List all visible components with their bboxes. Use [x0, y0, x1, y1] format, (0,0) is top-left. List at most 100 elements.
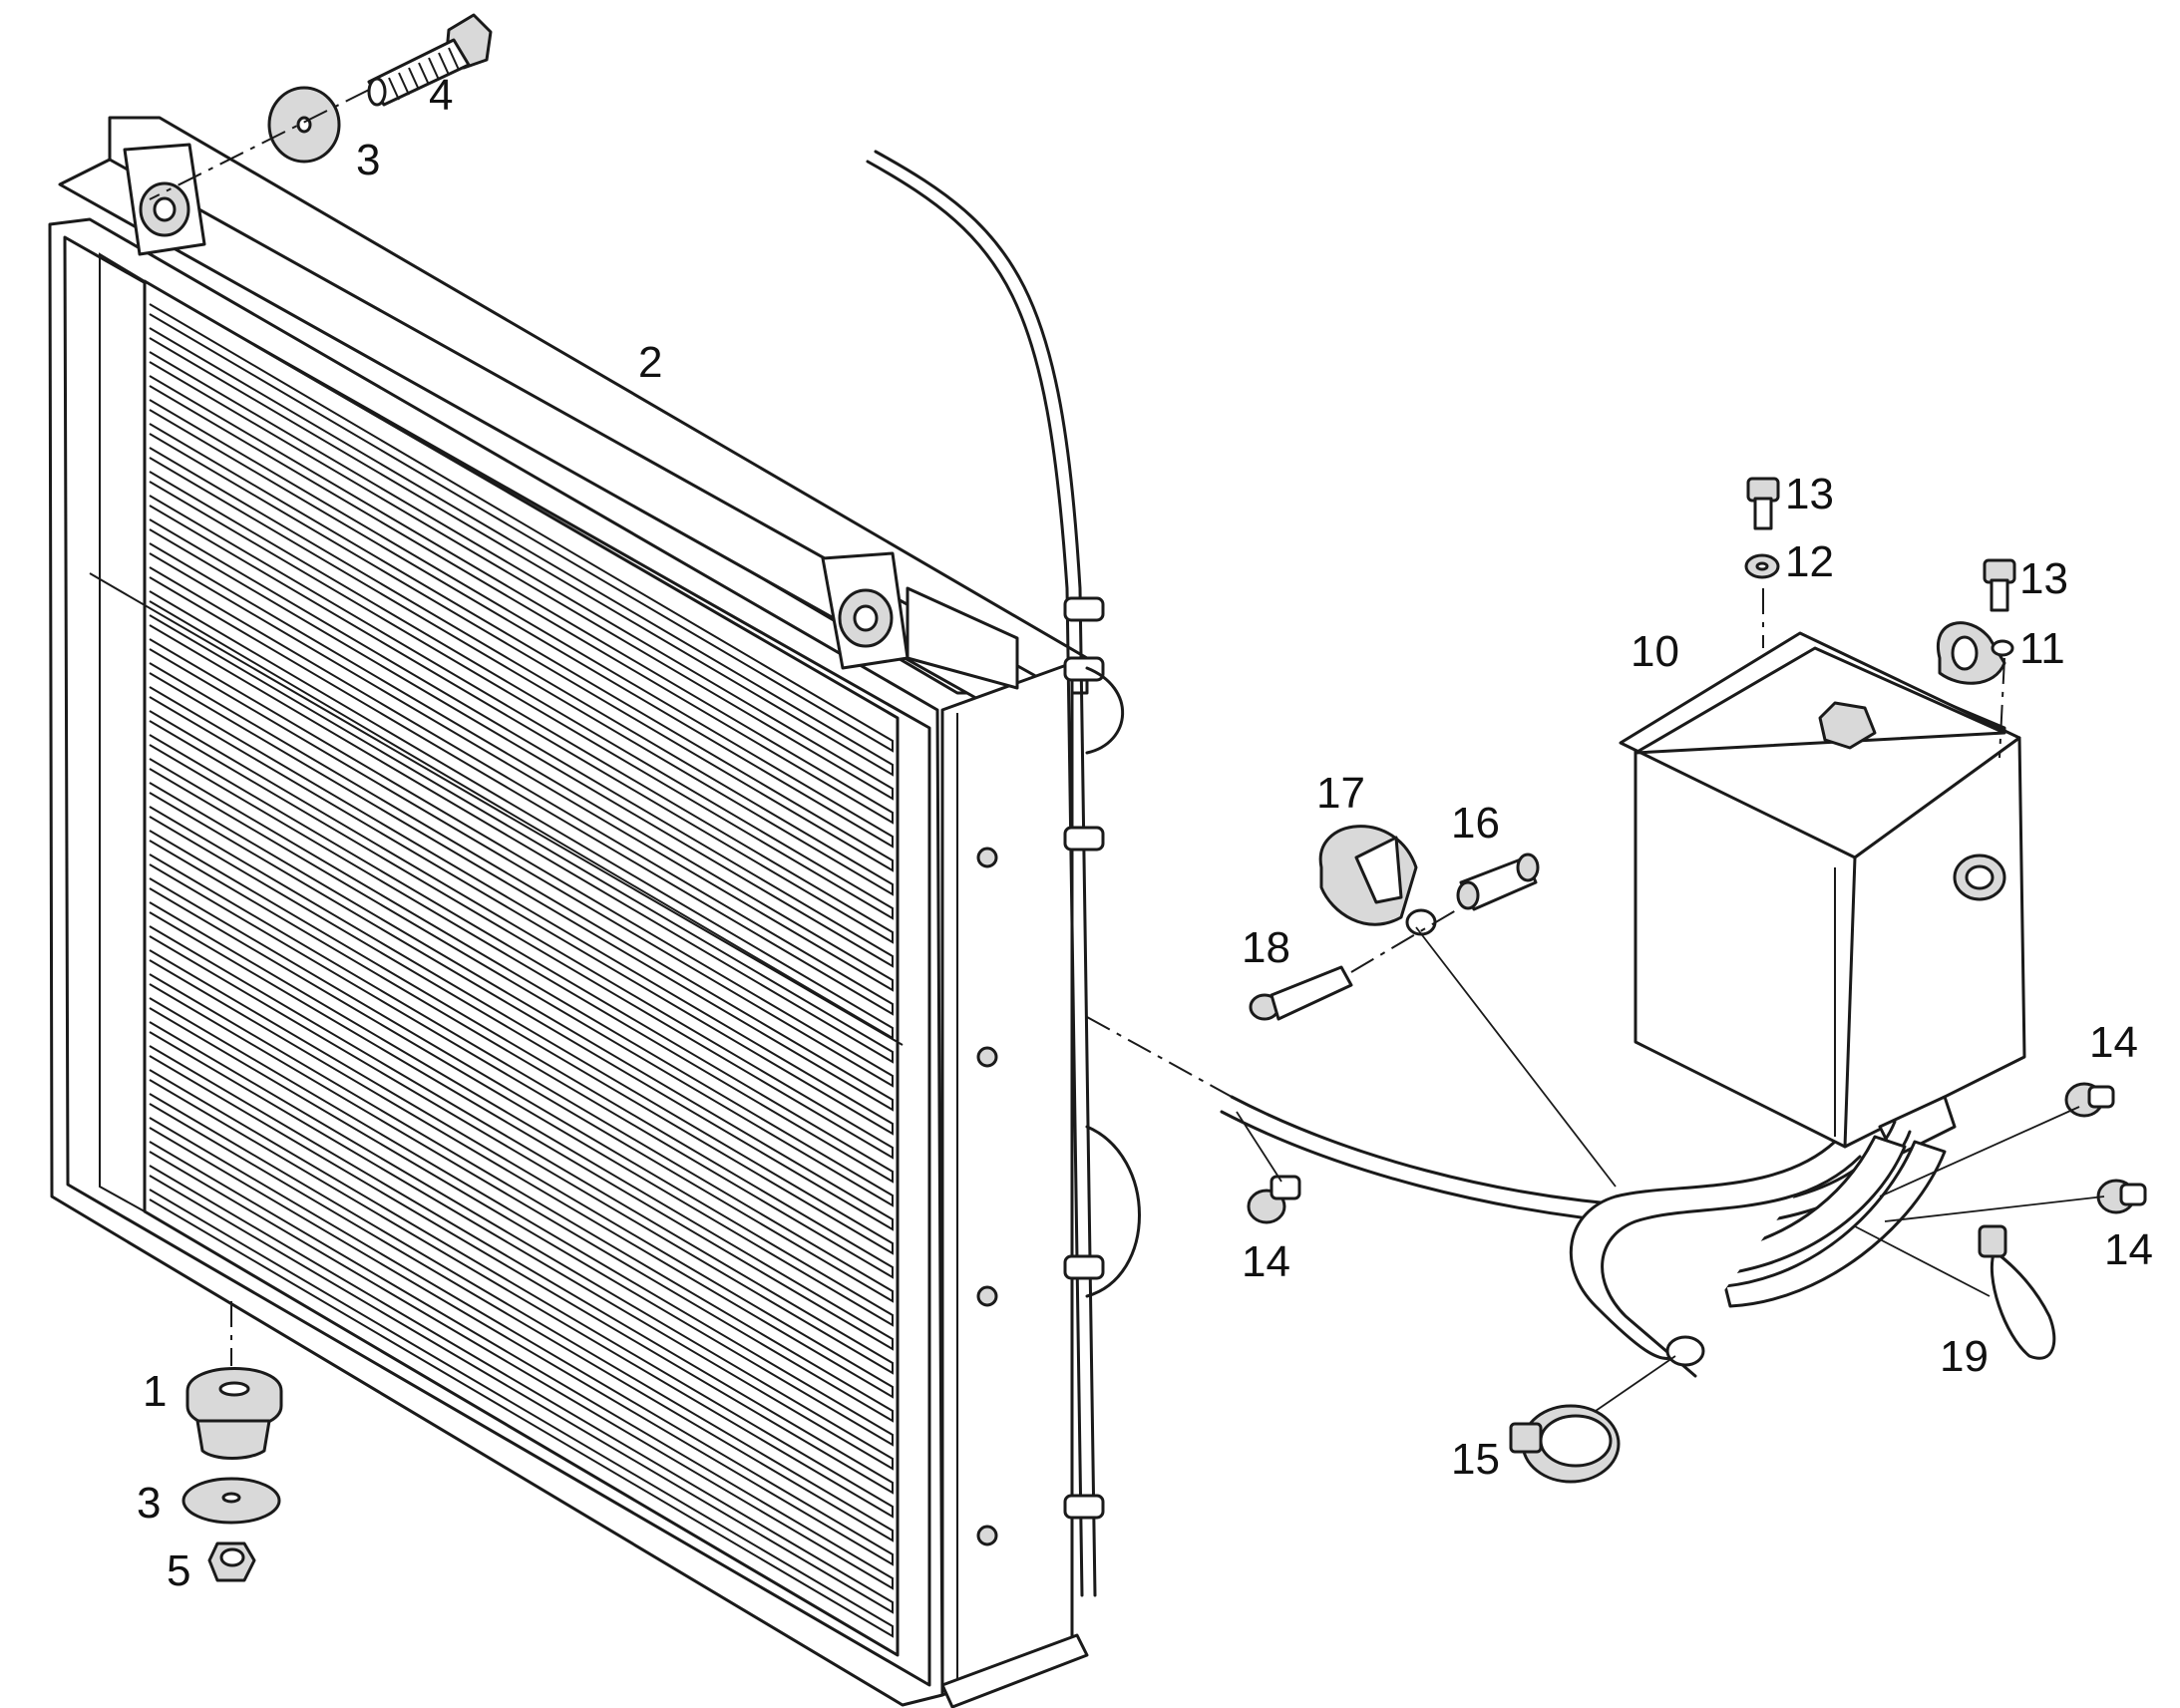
fin-bar — [149, 1021, 894, 1471]
part-13-bolt-top — [1746, 477, 1780, 530]
callout-14-right-top: 14 — [2089, 1018, 2138, 1067]
callout-3-bottom: 3 — [137, 1479, 161, 1528]
fin-bar — [149, 1045, 894, 1495]
callout-16: 16 — [1451, 799, 1500, 848]
fin-bar — [149, 782, 894, 1231]
assembly-line-hose — [1086, 1016, 1233, 1098]
callout-4: 4 — [429, 71, 453, 120]
part-12-washer — [1744, 553, 1780, 579]
assembly-line-screw — [1350, 906, 1462, 973]
part-14-clip-left — [1247, 1175, 1301, 1224]
side-bolt — [976, 1525, 998, 1546]
part-10-expansion-tank — [1619, 631, 2026, 1159]
fin-bar — [149, 303, 894, 753]
callout-18: 18 — [1242, 923, 1290, 972]
fin-bar — [149, 925, 894, 1375]
fin-bar — [149, 997, 894, 1447]
callout-11: 11 — [2019, 624, 2065, 673]
hose-loop-upper — [1085, 666, 1125, 755]
bolt-thread — [398, 72, 410, 96]
callout-13-right: 13 — [2019, 554, 2068, 603]
fin-bar — [149, 1165, 894, 1614]
fin-bar — [149, 973, 894, 1423]
part-19-strap — [1978, 1224, 2056, 1360]
fin-bar — [149, 1117, 894, 1566]
side-bolt — [976, 1046, 998, 1068]
fin-bar — [149, 327, 894, 777]
part-16-spacer — [1456, 853, 1540, 911]
callout-17: 17 — [1316, 769, 1365, 818]
bolt-thread — [408, 67, 420, 91]
bolt-thread — [438, 52, 450, 76]
fin-bar — [149, 1093, 894, 1542]
part-4-bolt — [367, 13, 493, 107]
part-17-clamp — [1318, 825, 1437, 936]
assembly-line-top — [149, 89, 370, 200]
part-3-washer-bottom — [182, 1477, 281, 1525]
bolt-thread — [388, 77, 400, 101]
fin-bar — [149, 614, 894, 1064]
callout-19: 19 — [1940, 1332, 1989, 1381]
fin-bar — [149, 662, 894, 1112]
side-bolt — [976, 1285, 998, 1307]
pipe-clip — [1063, 656, 1105, 682]
upper-mount-left — [123, 143, 206, 256]
upper-mount-right — [821, 551, 1019, 690]
fin-bar — [149, 854, 894, 1303]
fin-bar — [149, 1141, 894, 1590]
fin-bar — [149, 399, 894, 849]
part-11-clamp — [1936, 621, 2014, 685]
callout-14-left: 14 — [1242, 1237, 1290, 1286]
hose-loop-lower — [1085, 1125, 1141, 1298]
bolt-thread — [418, 62, 430, 86]
side-bolts — [976, 847, 998, 1546]
callout-14-right-bottom: 14 — [2104, 1225, 2153, 1274]
fin-bar — [149, 901, 894, 1351]
callout-3-top: 3 — [356, 136, 380, 184]
fin-bar — [149, 758, 894, 1207]
fin-bar — [149, 566, 894, 1016]
fin-bar — [149, 830, 894, 1279]
fin-bar — [149, 949, 894, 1399]
callouts: 1 2 3 3 4 5 10 11 12 13 13 14 14 14 15 1… — [137, 71, 2153, 1595]
fin-bar — [149, 806, 894, 1255]
tank-hoses — [1220, 1095, 1947, 1378]
callout-2: 2 — [638, 338, 662, 387]
part-14-clip-right-bottom — [2096, 1179, 2147, 1214]
overflow-pipe — [866, 150, 1105, 1597]
bolt-thread — [428, 57, 440, 81]
part-15-hose-clamp — [1509, 1404, 1621, 1484]
part-18-screw — [1249, 965, 1353, 1021]
fin-bar — [149, 686, 894, 1136]
side-bolt — [976, 847, 998, 868]
part-14-clip-right-top — [2064, 1082, 2115, 1118]
radiator-core — [48, 116, 1089, 1708]
radiator-fins — [149, 303, 894, 1638]
fin-bar — [149, 1069, 894, 1519]
fin-bar — [149, 351, 894, 801]
fin-bar — [149, 447, 894, 896]
callout-10: 10 — [1631, 627, 1679, 676]
bolt-thread — [448, 47, 460, 71]
callout-12: 12 — [1785, 537, 1834, 586]
assembly-line-clamp — [1998, 657, 2005, 759]
part-3-washer-top — [267, 86, 341, 164]
part-13-bolt-right — [1983, 558, 2016, 612]
fin-bar — [149, 471, 894, 920]
fin-bar — [149, 734, 894, 1184]
callout-1: 1 — [143, 1367, 167, 1416]
part-5-nut — [207, 1541, 256, 1582]
fin-bar — [149, 542, 894, 992]
fin-bar — [149, 877, 894, 1327]
callout-13-top: 13 — [1785, 470, 1834, 518]
fin-bar — [149, 710, 894, 1160]
pipe-clip — [1063, 1494, 1105, 1520]
part-1-rubber-mount — [185, 1367, 283, 1460]
pipe-clip — [1063, 826, 1105, 852]
pipe-clip — [1063, 1254, 1105, 1280]
fin-bar — [149, 590, 894, 1040]
fin-bar — [149, 518, 894, 968]
fin-bar — [149, 423, 894, 872]
fin-bar — [149, 638, 894, 1088]
